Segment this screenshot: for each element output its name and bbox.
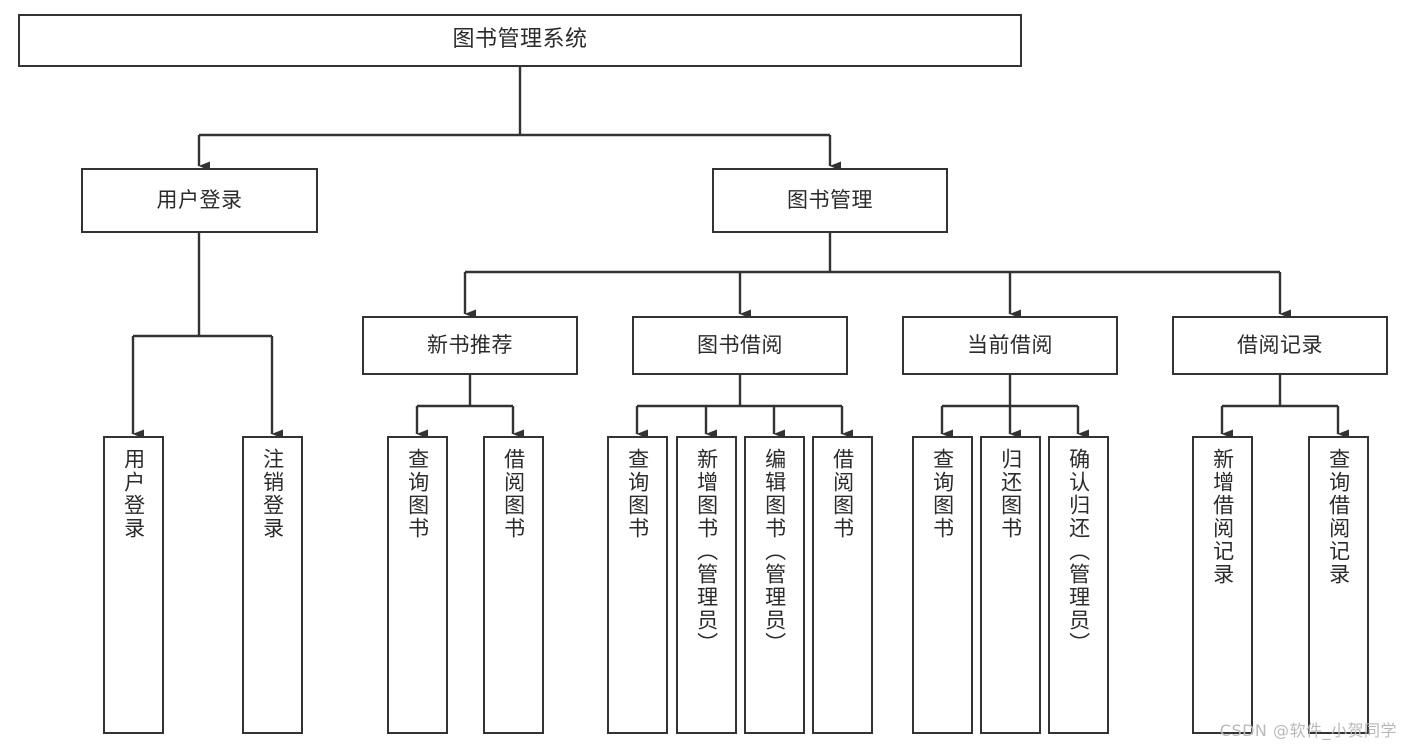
leaf-borrow-record-query-record[interactable]: 查询借阅记录 [1308,436,1369,734]
node-label: 编辑图书（管理员） [762,448,787,655]
leaf-book-borrow-query-book[interactable]: 查询图书 [607,436,668,734]
leaf-book-borrow-borrow-book[interactable]: 借阅图书 [812,436,873,734]
node-label: 查询图书 [930,448,955,540]
node-label: 新增借阅记录 [1210,448,1235,586]
leaf-book-borrow-add-book-admin[interactable]: 新增图书（管理员） [676,436,737,734]
node-label: 归还图书 [998,448,1023,540]
leaf-borrow-record-add-record[interactable]: 新增借阅记录 [1192,436,1253,734]
leaf-new-book-borrow-book[interactable]: 借阅图书 [483,436,544,734]
node-label: 查询借阅记录 [1326,448,1351,586]
node-label: 借阅图书 [501,448,526,540]
node-label: 借阅图书 [830,448,855,540]
node-label: 确认归还（管理员） [1066,448,1091,655]
node-borrow-record[interactable]: 借阅记录 [1172,316,1388,375]
leaf-user-login-login[interactable]: 用户登录 [103,436,164,734]
leaf-current-borrow-query-book[interactable]: 查询图书 [912,436,973,734]
node-label: 当前借阅 [967,332,1053,357]
node-book-borrow[interactable]: 图书借阅 [632,316,848,375]
node-label: 图书管理系统 [452,27,588,53]
node-new-book-recommend[interactable]: 新书推荐 [362,316,578,375]
node-label: 用户登录 [121,448,146,540]
leaf-book-borrow-edit-book-admin[interactable]: 编辑图书（管理员） [744,436,805,734]
node-label: 查询图书 [405,448,430,540]
node-label: 注销登录 [260,448,285,540]
node-label: 图书借阅 [697,332,783,357]
csdn-watermark: CSDN @软件_小贺同学 [1219,721,1397,740]
node-label: 新书推荐 [427,332,513,357]
node-label: 图书管理 [787,187,873,212]
node-label: 查询图书 [625,448,650,540]
leaf-user-login-logout[interactable]: 注销登录 [242,436,303,734]
node-label: 借阅记录 [1237,332,1323,357]
leaf-current-borrow-return-book[interactable]: 归还图书 [980,436,1041,734]
leaf-new-book-query-book[interactable]: 查询图书 [387,436,448,734]
node-user-login[interactable]: 用户登录 [81,168,318,233]
node-label: 新增图书（管理员） [694,448,719,655]
node-current-borrow[interactable]: 当前借阅 [902,316,1118,375]
node-label: 用户登录 [156,187,243,212]
node-root-book-management-system[interactable]: 图书管理系统 [18,14,1022,67]
leaf-current-borrow-confirm-return-admin[interactable]: 确认归还（管理员） [1048,436,1109,734]
node-book-management[interactable]: 图书管理 [712,168,948,233]
